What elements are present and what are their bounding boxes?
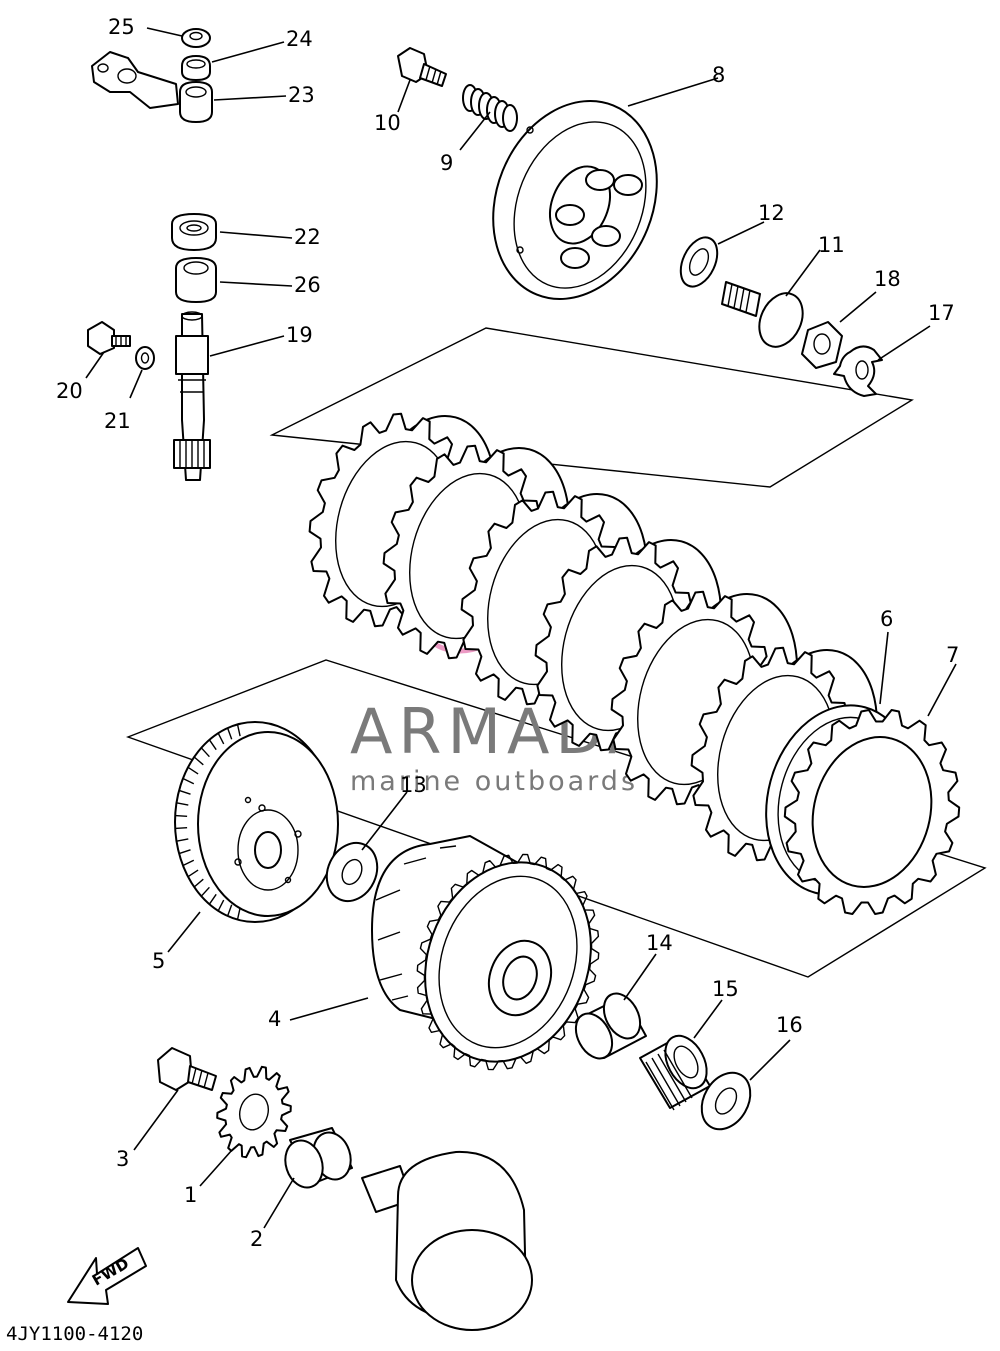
callout-5: 5 bbox=[152, 949, 165, 973]
part-18-nut bbox=[801, 321, 843, 369]
callout-7: 7 bbox=[946, 643, 959, 667]
callout-19: 19 bbox=[286, 323, 313, 347]
part-15-needle-bearing bbox=[639, 1034, 711, 1111]
group-outline-upper bbox=[269, 327, 914, 488]
callout-4: 4 bbox=[268, 1007, 281, 1031]
callout-24: 24 bbox=[286, 27, 313, 51]
callout-18: 18 bbox=[874, 267, 901, 291]
part-7-friction-plate bbox=[783, 709, 961, 915]
callout-13: 13 bbox=[400, 773, 427, 797]
crankshaft-web bbox=[361, 1150, 533, 1331]
callout-3: 3 bbox=[116, 1147, 129, 1171]
part-9-clutch-spring bbox=[462, 84, 518, 132]
part-3-bolt bbox=[157, 1047, 217, 1091]
part-23-push-lever bbox=[91, 51, 213, 123]
part-21-washer bbox=[135, 346, 155, 370]
callout-2: 2 bbox=[250, 1227, 263, 1251]
callout-20: 20 bbox=[56, 379, 83, 403]
driven-gear-teeth bbox=[175, 724, 241, 920]
part-2-collar bbox=[284, 1127, 353, 1189]
friction-plate-bore bbox=[811, 736, 933, 888]
part-24-washer bbox=[181, 55, 211, 81]
part-12-washer bbox=[679, 236, 719, 288]
callout-17: 17 bbox=[928, 301, 955, 325]
callout-9: 9 bbox=[440, 151, 453, 175]
callout-11: 11 bbox=[818, 233, 845, 257]
clutch-plate-stack bbox=[308, 412, 879, 862]
callout-23: 23 bbox=[288, 83, 315, 107]
forward-direction-arrow: FWD bbox=[67, 1247, 147, 1305]
part-22-oil-seal bbox=[171, 213, 217, 251]
callout-14: 14 bbox=[646, 931, 673, 955]
callout-numbers: 25 24 23 22 26 19 20 21 10 9 8 12 11 18 … bbox=[56, 15, 959, 1251]
part-11-push-rod bbox=[721, 281, 804, 348]
part-16-washer bbox=[700, 1071, 752, 1131]
part-13-thrust-washer bbox=[325, 841, 379, 903]
part-4-clutch-housing bbox=[371, 835, 600, 1071]
part-10-bolt bbox=[397, 47, 447, 87]
watermark-subtitle: marine outboards bbox=[350, 766, 638, 797]
diagram-code: 4JY1100-4120 bbox=[6, 1323, 143, 1345]
part-17-lock-washer bbox=[833, 345, 883, 397]
callout-15: 15 bbox=[712, 977, 739, 1001]
part-5-primary-driven-gear bbox=[174, 721, 339, 923]
callout-16: 16 bbox=[776, 1013, 803, 1037]
drive-gear-bore bbox=[238, 1093, 270, 1131]
callout-8: 8 bbox=[712, 63, 725, 87]
callout-21: 21 bbox=[104, 409, 131, 433]
part-25-nut bbox=[181, 28, 211, 48]
group-outline-lower bbox=[125, 659, 987, 978]
leader-lines bbox=[85, 27, 957, 1229]
callout-6: 6 bbox=[880, 607, 893, 631]
part-20-bolt bbox=[87, 321, 131, 355]
part-26-bearing bbox=[175, 257, 217, 303]
part-19-push-lever-shaft bbox=[173, 311, 211, 481]
callout-12: 12 bbox=[758, 201, 785, 225]
callout-26: 26 bbox=[294, 273, 321, 297]
callout-1: 1 bbox=[184, 1183, 197, 1207]
callout-22: 22 bbox=[294, 225, 321, 249]
callout-25: 25 bbox=[108, 15, 135, 39]
drive-gear-teeth bbox=[216, 1065, 292, 1159]
part-1-primary-drive-gear bbox=[216, 1065, 292, 1159]
callout-10: 10 bbox=[374, 111, 401, 135]
part-14-collar bbox=[574, 992, 647, 1060]
housing-gear-teeth bbox=[416, 853, 600, 1071]
part-8-pressure-plate bbox=[492, 100, 658, 300]
